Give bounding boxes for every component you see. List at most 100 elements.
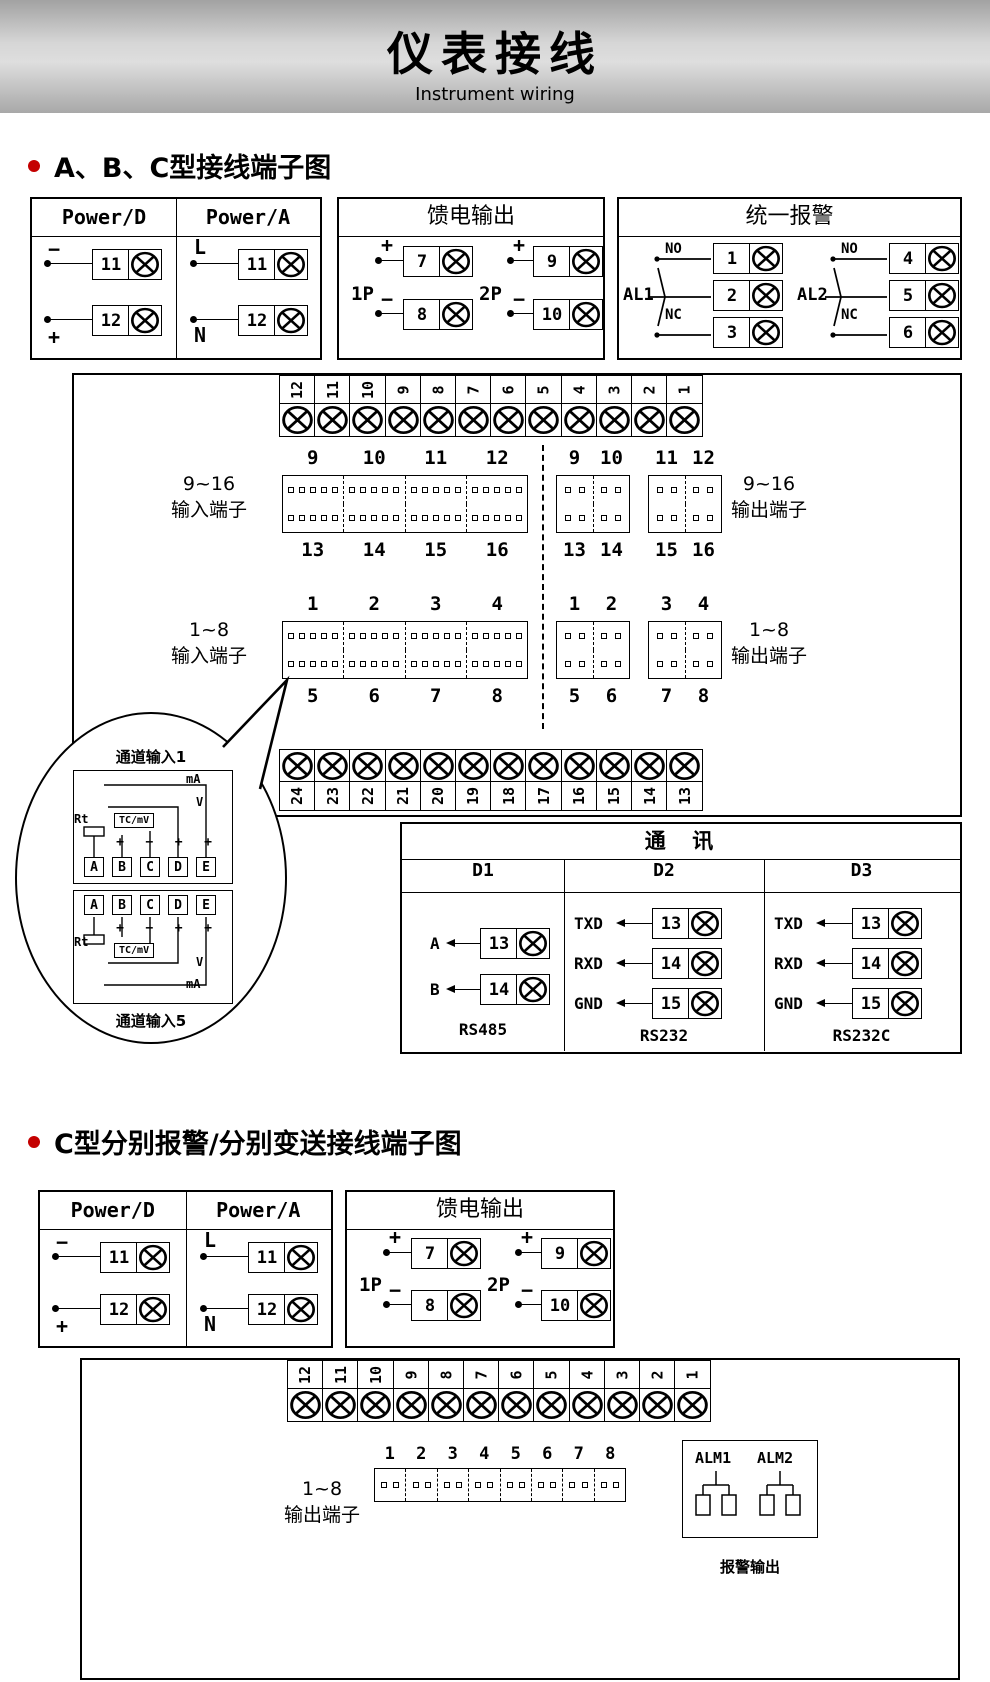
pin-number: 8 [491,685,503,707]
tc-mv-label: TC/mV [114,813,155,828]
pin-number: 11 [655,447,678,469]
connector-pin [564,661,571,667]
strip-terminal: 10 [357,1360,395,1423]
connector-pin [475,1482,482,1488]
strip-terminal: 9 [384,375,422,438]
callout-tail [222,675,290,790]
screw-terminal-icon [577,1290,612,1321]
terminal-number: 13 [675,787,694,806]
connector-pin [382,633,389,639]
alm2-label: ALM2 [757,1449,794,1467]
pin-number: 8 [605,1444,616,1464]
terminal: 11 [92,249,163,280]
pin-number: 6 [542,1444,553,1464]
connector-pin [504,633,511,639]
pin-number: 8 [697,685,710,707]
screw-terminal-icon [888,908,923,939]
wire [386,1252,411,1253]
connector-pin [504,661,511,667]
screw-terminal-icon [749,317,784,348]
connector-pin [454,633,461,639]
terminal-number: 14 [852,948,890,979]
screw-terminal-icon [568,1388,606,1423]
strip-terminal: 5 [533,1360,571,1423]
screw-terminal-icon [525,749,563,783]
terminal: 11 [100,1242,171,1273]
strip-terminal: 23 [314,749,352,812]
terminal: 7 [403,246,474,277]
connector-pin [564,487,571,493]
polarity-sign: + [204,921,212,936]
connector-pin [332,633,339,639]
polarity-sign: L [204,1228,217,1252]
terminal: 12 [92,305,163,336]
screw-terminal-icon [322,1388,360,1423]
wire [193,263,238,264]
terminal-number: 10 [533,299,571,330]
terminal-number: 8 [403,299,441,330]
pin-number: 10 [600,447,623,469]
pin-number: 14 [600,539,623,561]
connector-pin [288,487,295,493]
terminal-number: 19 [464,787,483,806]
connector-pin [656,515,663,521]
connector-pin [482,661,489,667]
screw-terminal-icon [925,280,960,311]
connector-pin [393,633,400,639]
connector-pin [515,633,522,639]
polarity-sign: N [194,323,207,347]
signal-label: RXD [774,954,803,973]
terminal-number: 14 [480,974,518,1005]
pin-number: 5 [510,1444,521,1464]
pin-number: 9 [307,447,319,469]
alarm-output-caption: 报警输出 [719,1558,780,1576]
polarity-sign: − [48,237,61,261]
channel-terminal: B [112,895,132,915]
alarm-group-label: AL2 [797,285,828,305]
polarity-sign: − [521,1278,534,1302]
pin-number: 3 [660,593,673,615]
terminal-number: 5 [542,1370,561,1380]
wire [518,1252,541,1253]
output-connector-block [374,1468,626,1502]
connector-pin [564,515,571,521]
terminal-number: 1 [713,243,751,274]
pin-number: 10 [362,447,386,469]
screw-terminal-icon [455,403,493,438]
screw-terminal-icon [357,1388,395,1423]
io-separator [542,445,544,729]
connector-pin [393,487,400,493]
terminal-number: 7 [472,1370,491,1380]
pin-number: 1 [384,1444,395,1464]
connector-pin [349,633,356,639]
connector-pin [578,487,585,493]
connector-pin [707,515,714,521]
screw-terminal-icon [392,1388,430,1423]
connector-pin [410,515,417,521]
connector-pin [360,661,367,667]
strip-terminal: 15 [595,749,633,812]
screw-terminal-icon [688,948,723,979]
connector-pin [656,487,663,493]
v-label: V [196,795,204,809]
screw-terminal-icon [888,948,923,979]
strip-terminal: 20 [419,749,457,812]
screw-terminal-icon [447,1238,482,1269]
signal-label: B [430,980,440,999]
connector-pin [371,661,378,667]
terminal: 5 [889,280,960,311]
connector-pin [656,661,663,667]
connector-pin [471,487,478,493]
connector-pin [670,515,677,521]
channel-terminal: E [196,857,216,877]
polarity-sign: − [56,1230,69,1254]
channel-terminal: C [140,895,160,915]
connector-pin [615,487,622,493]
connector-pin [670,633,677,639]
signal-label: RXD [574,954,603,973]
terminal-number: 6 [499,385,518,395]
power-a-title: Power/A [205,205,291,229]
